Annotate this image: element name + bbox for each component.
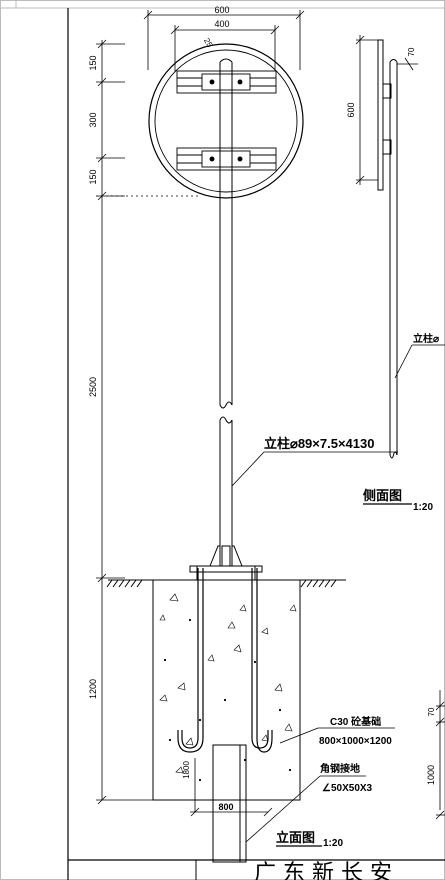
title-block-text: 广 东 新 长 安: [254, 861, 392, 880]
foundation-base-dims: [190, 758, 273, 817]
dim-bottom-offset: 150: [88, 169, 98, 184]
dim-foundation-depth: 1200: [88, 679, 98, 699]
left-dimension-chain: [96, 39, 200, 805]
ground-line: [106, 579, 346, 588]
side-view-title: 侧面图: [363, 488, 402, 503]
foundation-size-label: 800×1000×1200: [319, 736, 392, 747]
side-view-scale: 1:20: [413, 502, 433, 513]
front-view-scale: 1:20: [323, 838, 343, 849]
angle-steel-leader: [245, 775, 366, 843]
base-plate: [189, 545, 263, 580]
side-dim-top: 70: [407, 47, 416, 56]
angle-steel-size: ∠50X50X3: [322, 783, 373, 794]
side-dimensions: [355, 35, 418, 185]
upper-bracket: [176, 70, 277, 94]
right-foundation-fragment: 70 1000: [426, 690, 445, 820]
angle-steel-label: 角钢接地: [320, 762, 360, 775]
dim-ground-width: 800: [218, 802, 233, 812]
front-view: 600 400 25: [88, 5, 398, 863]
anchor-bolts: [177, 568, 273, 753]
foundation-block: [152, 579, 301, 801]
pole-lower: [219, 416, 233, 548]
foundation-spec-label: C30 砼基础: [330, 715, 381, 728]
grounding-angle-steel: [212, 744, 247, 863]
side-pole: [389, 59, 398, 459]
post-spec-label: 立柱⌀89×7.5×4130: [264, 436, 374, 451]
dim-plate-width: 400: [214, 19, 229, 29]
circular-sign: [148, 43, 304, 199]
lower-bracket: [176, 147, 277, 171]
right-dim-depth: 1000: [426, 765, 436, 785]
dim-ground-depth: 1800: [182, 761, 191, 779]
side-dim-height: 600: [346, 102, 356, 117]
dim-plate-spacing: 300: [88, 112, 98, 127]
side-view: 70 600 立柱⌀ 侧面图 1:20: [346, 35, 445, 513]
dim-pole-height: 2500: [88, 377, 98, 397]
right-dim-top: 70: [427, 707, 436, 716]
dim-top-offset: 150: [88, 55, 98, 70]
concrete-aggregate: [159, 593, 297, 782]
top-width-dimension: [143, 10, 305, 72]
side-post-leader: [394, 344, 445, 379]
dim-outer-width: 600: [214, 5, 229, 15]
side-sign-panel: [377, 39, 392, 191]
front-view-title: 立面图: [276, 830, 315, 845]
post-leader: [231, 451, 398, 487]
side-post-label: 立柱⌀: [413, 332, 439, 345]
foundation-leader: [279, 727, 395, 744]
pole-upper: [219, 58, 233, 409]
